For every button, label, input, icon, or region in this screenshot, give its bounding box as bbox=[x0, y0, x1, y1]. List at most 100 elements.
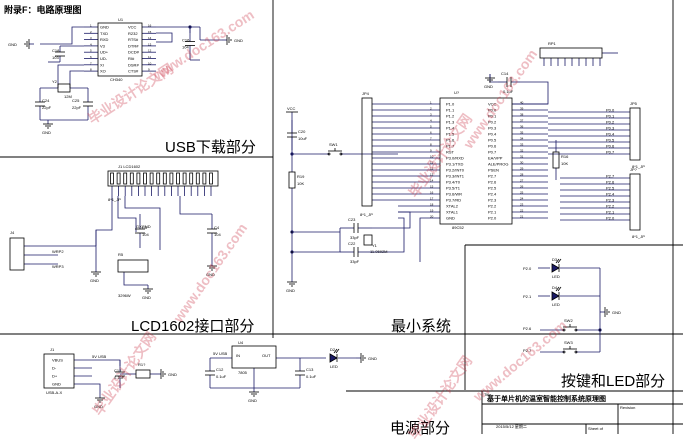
switch-ref: SW2 bbox=[564, 318, 573, 323]
capacitor-value: 0.1uF bbox=[114, 375, 125, 380]
capacitor-ref: C1? bbox=[114, 368, 122, 373]
chip-pin-name: R232 bbox=[128, 31, 138, 36]
mcu-pin-name: P2.4 bbox=[488, 192, 497, 197]
led-ref: D2 bbox=[330, 347, 336, 352]
min-system-section-label: 最小系统 bbox=[391, 318, 452, 335]
capacitor-ref: C23 bbox=[348, 217, 356, 222]
potentiometer-value: 3296W bbox=[118, 293, 131, 298]
chip-pin-number: 11 bbox=[148, 55, 151, 59]
capacitor-value: 0.1uF bbox=[216, 374, 227, 379]
capacitor-value: 0.1uF bbox=[306, 374, 317, 379]
mcu-pin-number: 16 bbox=[430, 191, 434, 195]
capacitor-value: 104 bbox=[142, 232, 149, 237]
crystal-ref: Y2 bbox=[52, 79, 58, 84]
chip-pin-number: 3 bbox=[90, 36, 92, 40]
chip-pin-name: UD- bbox=[100, 56, 108, 61]
mcu-pin-name: GND bbox=[446, 216, 455, 221]
mcu-pin-number: 24 bbox=[520, 197, 524, 201]
mcu-pin-name: P1.2 bbox=[446, 114, 455, 119]
chip-pin-name: CTS# bbox=[128, 69, 139, 74]
mcu-pin-number: 22 bbox=[520, 209, 524, 213]
mcu-pin-name: PSEN bbox=[488, 168, 499, 173]
regulator-pin: IN bbox=[236, 353, 240, 358]
led-part: LED bbox=[552, 274, 560, 279]
connector-ref: J4 bbox=[10, 230, 15, 235]
led-light-arrow bbox=[557, 258, 562, 264]
mcu-pin-number: 3 bbox=[430, 113, 432, 117]
ground-label: GND bbox=[206, 272, 215, 277]
chip-pin-name: DTR# bbox=[128, 43, 139, 48]
chip-pin-name: GND bbox=[100, 25, 109, 30]
regulator-ref: U4 bbox=[238, 340, 244, 345]
led-part: LED bbox=[552, 302, 560, 307]
mcu-pin-name: P2.1 bbox=[488, 210, 497, 215]
capacitor-value: 10uF bbox=[298, 136, 308, 141]
mcu-pin-name: P1.4 bbox=[446, 126, 455, 131]
mcu-pin-number: 38 bbox=[520, 113, 524, 117]
mcu-pin-number: 18 bbox=[430, 203, 434, 207]
chip-pin-name: VCC bbox=[128, 25, 137, 30]
capacitor-ref: C4 bbox=[214, 225, 220, 230]
page-title: 附录F：电路原理图 bbox=[4, 5, 82, 15]
chip-pin-name: DSR# bbox=[128, 62, 139, 67]
mcu-pin-number: 31 bbox=[520, 155, 524, 159]
mcu-pin-number: 40 bbox=[520, 101, 524, 105]
capacitor-value: 0.1uF bbox=[503, 89, 514, 94]
chip-pin-name: RI# bbox=[128, 56, 135, 61]
mcu-pin-name: P0.5 bbox=[488, 138, 497, 143]
jp-p2-header bbox=[629, 173, 641, 231]
mcu-pin-number: 1 bbox=[430, 101, 432, 105]
led-ref: D4 bbox=[552, 285, 558, 290]
chip-pin-number: 13 bbox=[148, 42, 152, 46]
net-label: 5V USB bbox=[92, 354, 107, 359]
resistor-ref: R1? bbox=[138, 362, 146, 367]
capacitor-value: 33pF bbox=[350, 259, 360, 264]
mcu-pin-name: P1.6 bbox=[446, 138, 455, 143]
ground-label: GND bbox=[286, 288, 295, 293]
chip-pin-name: V3 bbox=[100, 43, 106, 48]
wire-ch340-xo bbox=[69, 70, 84, 88]
section-borders bbox=[0, 0, 683, 434]
resistor-body bbox=[552, 151, 560, 169]
capacitor-ref: C14 bbox=[501, 71, 509, 76]
led-light-arrow bbox=[335, 348, 340, 354]
mcu-pin-number: 10 bbox=[430, 155, 434, 159]
mcu-pin-number: 21 bbox=[520, 215, 524, 219]
chip-pin-name: UD+ bbox=[100, 50, 109, 55]
wire-mcu-vcc bbox=[512, 81, 549, 105]
led-ref: D3 bbox=[552, 257, 558, 262]
lcd-pin bbox=[195, 172, 200, 185]
wire-lcd bbox=[179, 196, 212, 215]
chip-pin-number: 14 bbox=[148, 36, 152, 40]
ground-label: GND bbox=[368, 356, 377, 361]
mcu-pin-number: 19 bbox=[430, 209, 434, 213]
net-label: P2.4 bbox=[606, 192, 615, 197]
mcu-pin-name: P2.3 bbox=[488, 198, 497, 203]
mcu-pin-number: 25 bbox=[520, 191, 524, 195]
resistor-body bbox=[288, 171, 296, 189]
ground-label: GND bbox=[8, 42, 17, 47]
capacitor-ref: C24 bbox=[42, 98, 50, 103]
net-label: P0.4 bbox=[606, 132, 615, 137]
power-section-label: 电源部分 bbox=[390, 420, 451, 437]
mcu-pin-name: XTAL1 bbox=[446, 210, 459, 215]
crystal-body bbox=[57, 83, 71, 93]
mcu-pin-number: 6 bbox=[430, 131, 432, 135]
ground-label: GND bbox=[234, 38, 243, 43]
mcu-pin-number: 2 bbox=[430, 107, 432, 111]
chip-pin-name: TXD bbox=[100, 31, 108, 36]
switch-contact bbox=[574, 328, 578, 332]
mcu-ref: U? bbox=[454, 90, 460, 95]
wire-ch340-vcc bbox=[156, 26, 191, 33]
crystal-ref: Y1 bbox=[372, 243, 378, 248]
connector-ref: J1 bbox=[50, 347, 55, 352]
lcd-pin bbox=[129, 172, 134, 185]
mcu-pin-name: P2.5 bbox=[488, 186, 497, 191]
mcu-pin-name: P1.3 bbox=[446, 120, 455, 125]
net-label: P2.0 bbox=[606, 216, 615, 221]
mcu-pin-name: P1.7 bbox=[446, 144, 455, 149]
chip-pin-number: 2 bbox=[90, 30, 92, 34]
lcd-pin bbox=[116, 172, 121, 185]
